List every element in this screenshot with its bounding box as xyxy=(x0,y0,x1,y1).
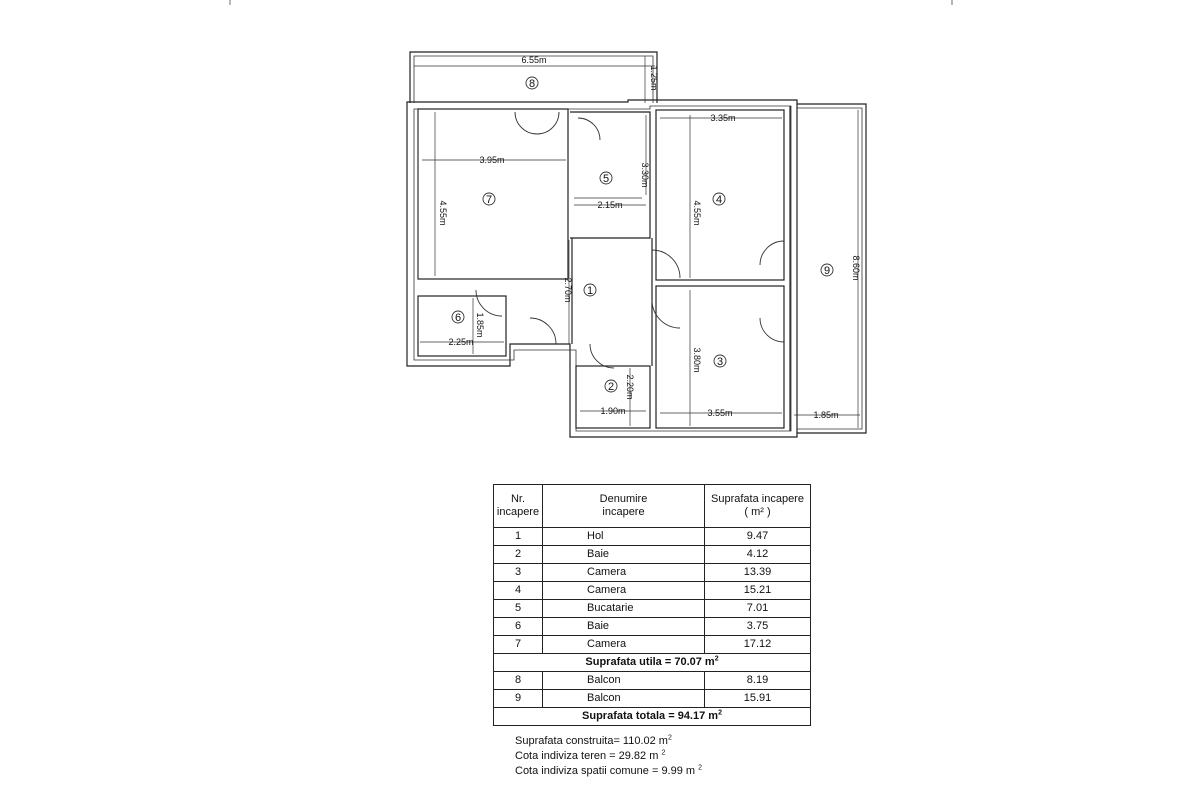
header-area: Suprafata incapere( m² ) xyxy=(704,484,811,528)
dim-label: 3.95m xyxy=(479,155,504,165)
dim-label: 2.15m xyxy=(597,200,622,210)
interior-walls xyxy=(417,106,791,431)
room-number: 5 xyxy=(603,173,609,185)
dimension-labels: 6.55m 1.25m 3.95m 4.55m 3.30m 2.15m 3.35… xyxy=(438,55,861,420)
dim-label: 2.20m xyxy=(625,374,635,399)
dim-label: 3.35m xyxy=(710,113,735,123)
dim-label: 1.90m xyxy=(600,406,625,416)
floor-plan: 6.55m 1.25m 3.95m 4.55m 3.30m 2.15m 3.35… xyxy=(229,0,953,438)
land-share-note: Cota indiviza teren = 29.82 m 2 xyxy=(515,749,666,762)
common-share-note: Cota indiviza spatii comune = 9.99 m 2 xyxy=(515,764,703,777)
dim-label: 4.55m xyxy=(438,200,448,225)
subtotal-row: Suprafata utila = 70.07 m2 xyxy=(493,653,811,672)
dim-label: 4.55m xyxy=(692,200,702,225)
dim-label: 8.60m xyxy=(851,255,861,280)
dim-label: 1.85m xyxy=(475,312,485,337)
dimension-lines xyxy=(414,56,860,428)
dim-label: 2.70m xyxy=(563,277,573,302)
room-number: 7 xyxy=(486,194,492,206)
area-notes: Suprafata construita= 110.02 m2 Cota ind… xyxy=(515,734,702,779)
room-number: 4 xyxy=(716,194,722,206)
room-number: 3 xyxy=(717,356,723,368)
total-row: Suprafata totala = 94.17 m2 xyxy=(493,707,811,726)
apartment-outer-wall xyxy=(406,99,798,438)
room-number: 6 xyxy=(455,312,461,324)
dim-label: 3.30m xyxy=(640,162,650,187)
header-nr: Nr.incapere xyxy=(493,484,543,528)
dim-label: 3.80m xyxy=(692,347,702,372)
room-markers: 8 7 5 4 9 1 6 3 2 xyxy=(451,76,834,393)
room-number: 8 xyxy=(529,78,535,90)
room-number: 1 xyxy=(587,285,593,297)
dim-label: 3.55m xyxy=(707,408,732,418)
balcony-8-outline xyxy=(409,51,658,103)
dim-label: 2.25m xyxy=(448,337,473,347)
dim-label: 6.55m xyxy=(521,55,546,65)
balcony-9-outline xyxy=(797,103,867,434)
door-swings xyxy=(475,111,785,369)
constructed-area-note: Suprafata construita= 110.02 m2 xyxy=(515,734,672,747)
apartment-inner-wall xyxy=(413,105,792,432)
room-number: 9 xyxy=(824,265,830,277)
dim-label: 1.85m xyxy=(813,410,838,420)
room-number: 2 xyxy=(608,381,614,393)
dim-label: 1.25m xyxy=(649,65,659,90)
